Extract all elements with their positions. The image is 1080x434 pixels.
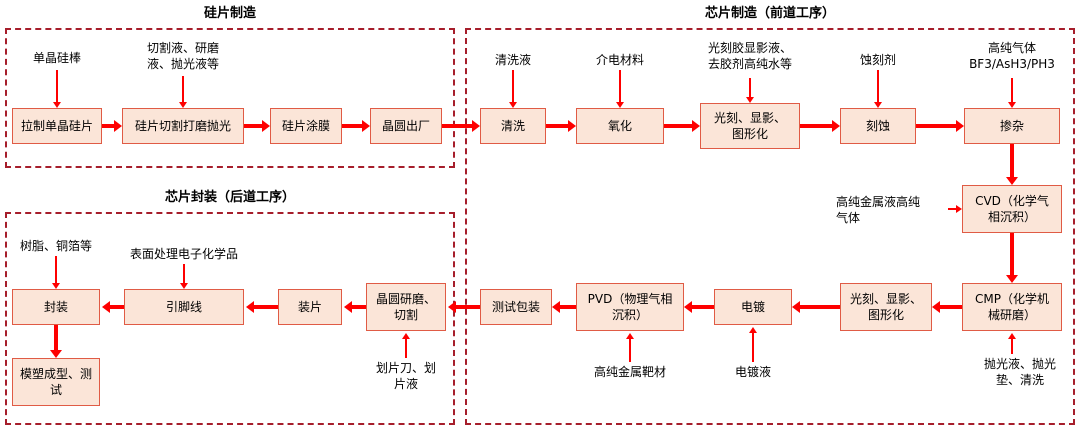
- flow-arrow: [792, 301, 840, 313]
- material-arrow: [53, 70, 61, 108]
- material-arrow: [179, 76, 187, 108]
- process-box-etch: 刻蚀: [840, 108, 916, 144]
- material-label-cutting-fluid: 切割液、研磨 液、抛光液等: [146, 41, 219, 71]
- material-arrow: [402, 333, 410, 358]
- process-box-grind-dice: 晶圆研磨、 切割: [366, 283, 446, 331]
- process-box-lead-wire: 引脚线: [124, 289, 244, 325]
- material-arrow: [626, 333, 634, 362]
- process-box-coating: 硅片涂膜: [270, 108, 342, 144]
- flow-arrow: [546, 120, 576, 132]
- process-box-package: 封装: [12, 289, 100, 325]
- flow-arrow: [246, 301, 278, 313]
- flow-arrow-cross-section: [442, 120, 480, 132]
- flow-arrow: [684, 301, 714, 313]
- process-box-molding-test: 模塑成型、测 试: [12, 358, 100, 406]
- material-arrow: [746, 78, 754, 103]
- flow-arrow-down: [50, 325, 62, 358]
- material-label-dicing-blade: 划片刀、划 片液: [375, 361, 436, 391]
- section-chip-frontend: [465, 28, 1075, 425]
- material-arrow: [509, 70, 517, 108]
- process-box-cvd: CVD（化学气 相沉积）: [962, 185, 1062, 233]
- process-box-litho-bottom: 光刻、显影、 图形化: [840, 283, 932, 331]
- process-box-cmp: CMP（化学机 械研磨）: [962, 283, 1062, 331]
- flow-arrow: [552, 301, 576, 313]
- material-label-target: 高纯金属靶材: [593, 365, 666, 379]
- material-label-gases: 高纯气体 BF3/AsH3/PH3: [969, 41, 1055, 71]
- material-label-metal-liquid: 高纯金属液高纯 气体: [836, 195, 921, 225]
- process-box-litho-top: 光刻、显影、 图形化: [700, 103, 800, 149]
- flow-arrow: [102, 120, 122, 132]
- material-arrow: [874, 70, 882, 108]
- process-box-pull-ingot: 拉制单晶硅片: [12, 108, 102, 144]
- process-box-clean: 清洗: [480, 108, 546, 144]
- material-arrow: [749, 327, 757, 362]
- material-arrow: [180, 264, 188, 289]
- process-box-oxidation: 氧化: [576, 108, 664, 144]
- flow-arrow: [344, 301, 366, 313]
- material-label-si-rod: 单晶硅棒: [32, 51, 81, 65]
- material-label-surface-chem: 表面处理电子化学品: [129, 247, 238, 261]
- section-title-frontend: 芯片制造（前道工序）: [704, 6, 835, 21]
- flow-arrow: [342, 120, 370, 132]
- material-label-resin: 树脂、铜箔等: [19, 239, 92, 253]
- material-label-cleaning-fluid: 清洗液: [494, 53, 531, 67]
- process-box-cut-polish: 硅片切割打磨抛光: [122, 108, 244, 144]
- material-label-plating-fluid: 电镀液: [734, 365, 771, 379]
- material-label-etchant: 蚀刻剂: [859, 53, 896, 67]
- material-label-polish-slurry: 抛光液、抛光 垫、清洗: [983, 357, 1056, 387]
- flow-arrow: [102, 301, 124, 313]
- process-box-pvd: PVD（物理气相 沉积）: [576, 283, 684, 331]
- section-title-wafer: 硅片制造: [203, 6, 256, 21]
- flow-arrow-down: [1006, 144, 1018, 185]
- flow-arrow: [800, 120, 840, 132]
- flow-arrow: [932, 301, 962, 313]
- material-arrow: [1008, 78, 1016, 108]
- material-arrow: [52, 256, 60, 289]
- flow-arrow: [664, 120, 700, 132]
- process-box-test-pack: 测试包装: [480, 289, 552, 325]
- material-arrow: [1008, 333, 1016, 354]
- section-wafer-manufacturing: [5, 28, 455, 168]
- process-box-die-attach: 装片: [278, 289, 342, 325]
- flow-arrow: [916, 120, 964, 132]
- flow-arrow-cross-section: [448, 301, 480, 313]
- material-label-dielectric: 介电材料: [595, 53, 644, 67]
- material-arrow: [616, 70, 624, 108]
- process-box-wafer-out: 晶圆出厂: [370, 108, 442, 144]
- flow-arrow-down: [1006, 233, 1018, 283]
- section-chip-backend: [5, 212, 455, 425]
- material-arrow: [948, 205, 962, 213]
- process-box-plating: 电镀: [714, 289, 792, 325]
- section-title-backend: 芯片封装（后道工序）: [164, 190, 295, 205]
- material-label-developer: 光刻胶显影液、 去胶剂高纯水等: [707, 41, 792, 71]
- flow-arrow: [244, 120, 270, 132]
- process-box-doping: 掺杂: [964, 108, 1060, 144]
